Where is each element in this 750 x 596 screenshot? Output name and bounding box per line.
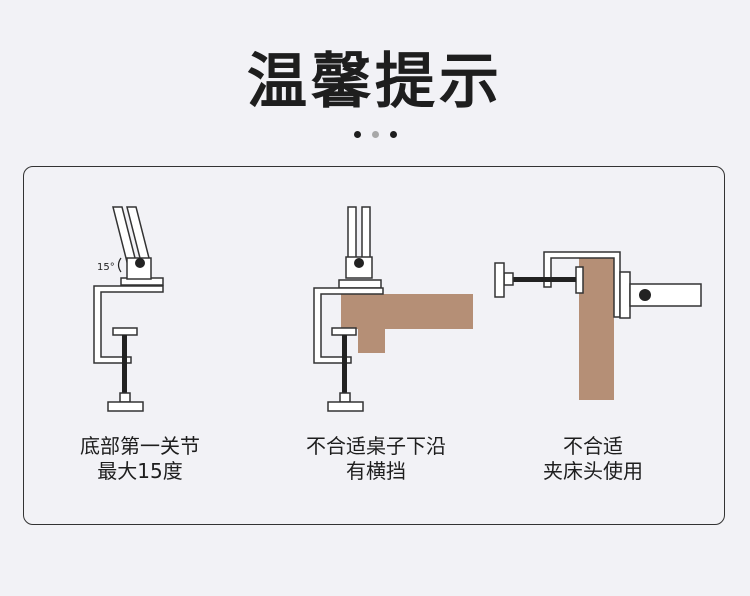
arm-joint bbox=[126, 257, 152, 280]
screw-handle bbox=[327, 401, 364, 412]
screw-nut bbox=[339, 392, 351, 403]
joint-knob bbox=[135, 258, 145, 268]
tip-1-caption: 底部第一关节 最大15度 bbox=[80, 434, 200, 483]
tip-2-illustration bbox=[313, 206, 473, 412]
arm-rod bbox=[347, 206, 357, 262]
clamp-screw bbox=[512, 277, 576, 282]
clamp-pad bbox=[112, 327, 138, 336]
arm-base bbox=[338, 279, 382, 289]
joint-knob bbox=[639, 289, 651, 301]
clamp-screw bbox=[122, 335, 127, 395]
angle-arc bbox=[117, 257, 122, 273]
desk-with-crossbar bbox=[341, 294, 473, 353]
angle-label: 15° bbox=[97, 262, 115, 273]
screw-nut bbox=[119, 392, 131, 403]
clamp-frame bbox=[93, 285, 164, 364]
tip-1-illustration: 15° bbox=[93, 206, 164, 412]
tip-3-illustration bbox=[494, 251, 702, 400]
screw-nut bbox=[503, 272, 514, 286]
tip-3-caption: 不合适 夹床头使用 bbox=[543, 434, 643, 483]
clamp-frame bbox=[313, 287, 384, 364]
pager-dots bbox=[352, 131, 400, 139]
arm-rod bbox=[629, 283, 702, 307]
arm-mount bbox=[619, 271, 631, 319]
clamp-pad bbox=[575, 266, 584, 294]
pager-dot[interactable] bbox=[354, 131, 361, 138]
clamp-pad bbox=[331, 327, 357, 336]
clamp-screw bbox=[342, 335, 347, 395]
page-title: 温馨提示 bbox=[247, 47, 503, 117]
arm-rod bbox=[361, 206, 371, 262]
joint-knob bbox=[354, 258, 364, 268]
pager-dot-active[interactable] bbox=[372, 131, 379, 138]
pager-dot[interactable] bbox=[390, 131, 397, 138]
headboard bbox=[579, 257, 614, 400]
tip-2-caption: 不合适桌子下沿 有横挡 bbox=[306, 434, 446, 483]
screw-handle bbox=[494, 262, 505, 298]
screw-handle bbox=[107, 401, 144, 412]
